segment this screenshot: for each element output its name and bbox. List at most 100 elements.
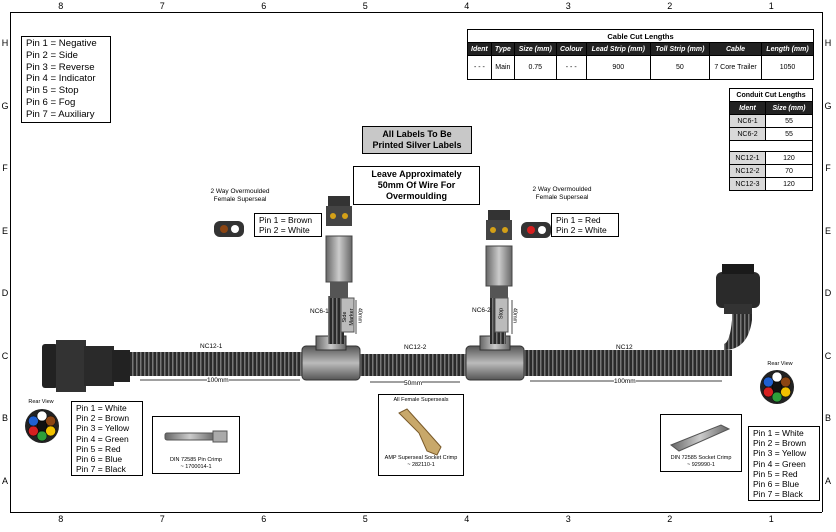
left-superseal-face-icon	[214, 221, 244, 237]
pin-6-dot	[763, 376, 774, 388]
left-superseal-connector	[325, 196, 353, 298]
din-socket-crimp-caption: DIN 72585 Socket Crimp ~ 929990-1	[670, 455, 732, 468]
pin-legend-line: Pin 4 = Indicator	[26, 73, 96, 85]
pin-crimp-photo: DIN 72585 Pin Crimp ~ 1700014-1	[152, 416, 240, 474]
grid-reference: D	[824, 288, 832, 299]
grid-reference: E	[1, 225, 8, 236]
socket-crimp-photo: All Female Superseals AMP Superseal Sock…	[378, 394, 464, 476]
cable-table-cell: 1050	[761, 55, 814, 80]
conduit-nc12-1	[130, 352, 306, 376]
right-superseal-face-icon	[521, 222, 551, 238]
grid-reference: C	[1, 350, 9, 361]
grid-reference: A	[1, 475, 8, 486]
plug-pin-line: Pin 6 = Blue	[76, 454, 123, 465]
cable-table-cell: 7 Core Trailer	[709, 55, 762, 80]
grid-reference: C	[824, 350, 832, 361]
conduit-label-nc6-1: NC6-1	[310, 308, 329, 315]
socket-pin-line: Pin 4 = Green	[753, 458, 806, 469]
plug-pin-line: Pin 5 = Red	[76, 443, 121, 454]
pin-2-dot	[780, 376, 791, 388]
pin-legend-line: Pin 2 = Side	[26, 49, 79, 61]
grid-reference: 2	[667, 514, 673, 524]
frame-left-ruler: H G F E D C B A	[0, 12, 11, 512]
grid-reference: 6	[261, 1, 267, 11]
grid-reference: 2	[667, 1, 673, 11]
conduit-nc12-3	[520, 350, 732, 376]
stop-label: Stop	[498, 307, 505, 320]
grid-reference: 8	[58, 514, 64, 524]
left-branch-dim: 40mm	[356, 307, 363, 324]
plug-pin-line: Pin 3 = Yellow	[76, 423, 130, 434]
side-marker-sleeve	[340, 297, 355, 333]
pin-1-dot	[771, 371, 783, 383]
plug-pin-line: Pin 1 = White	[76, 403, 127, 413]
pin-7-dot	[771, 381, 783, 393]
grid-reference: 3	[565, 1, 571, 11]
pin-3-dot	[780, 386, 791, 398]
pin-4-dot	[771, 391, 783, 403]
pin-crimp-caption: DIN 72585 Pin Crimp ~ 1700014-1	[170, 457, 222, 470]
plug-pin-line: Pin 2 = Brown	[76, 413, 130, 424]
grid-reference: 8	[58, 1, 64, 11]
grid-reference: B	[1, 413, 8, 424]
overmoulding-note: Leave Approximately 50mm Of Wire For Ove…	[353, 166, 480, 205]
right-superseal-connector	[485, 210, 513, 298]
pin-legend-line: Pin 7 = Auxiliary	[26, 108, 95, 120]
stop-sleeve	[494, 297, 509, 333]
grid-reference: 4	[464, 514, 470, 524]
cable-table-cell: 50	[649, 55, 711, 80]
branch-pin-line: Pin 2 = White	[259, 225, 310, 235]
cable-table-cell: - - -	[555, 55, 587, 80]
grid-reference: H	[1, 38, 9, 49]
pin-2-dot	[45, 415, 56, 427]
grid-reference: G	[1, 100, 9, 111]
pin-3-dot	[45, 425, 56, 437]
left-7pin-plug	[42, 340, 130, 392]
grid-reference: 4	[464, 1, 470, 11]
left-t-junction	[301, 296, 361, 381]
cable-table-header: Toll Strip (mm)	[649, 42, 711, 56]
labels-note: All Labels To Be Printed Silver Labels	[362, 126, 472, 154]
grid-reference: 1	[768, 1, 774, 11]
pin-6-dot	[28, 415, 39, 427]
grid-reference: B	[824, 413, 831, 424]
superseal-crimp-title: All Female Superseals	[393, 397, 449, 403]
grid-reference: 7	[159, 1, 165, 11]
pin-4-dot	[36, 430, 48, 442]
side-marker-label: Side Marker	[342, 308, 355, 326]
grid-reference: 6	[261, 514, 267, 524]
grid-reference: D	[1, 288, 9, 299]
right-7pin-face-icon	[760, 370, 794, 404]
socket-pin-line: Pin 1 = White	[753, 428, 804, 438]
grid-reference: G	[824, 100, 832, 111]
branch-pin-line: Pin 1 = Red	[556, 215, 601, 225]
grid-reference: 5	[362, 514, 368, 524]
pin-5-dot	[28, 425, 39, 437]
right-7pin-socket	[716, 264, 760, 314]
din-socket-crimp-photo: DIN 72585 Socket Crimp ~ 929990-1	[660, 414, 742, 472]
grid-reference: E	[824, 225, 831, 236]
conduit-label-nc12-2: NC12-2	[404, 344, 427, 351]
dim-50mm: 50mm	[404, 380, 423, 388]
plug-pin-line: Pin 4 = Green	[76, 433, 129, 444]
right-branch-dim: 40mm	[511, 307, 518, 324]
pin-legend-line: Pin 5 = Stop	[26, 85, 79, 97]
pin-legend-line: Pin 6 = Fog	[26, 96, 76, 108]
superseal-crimp-caption: AMP Superseal Socket Crimp ~ 282110-1	[384, 455, 458, 468]
dim-100mm-right: 100mm	[614, 378, 636, 386]
cable-table-cell: 0.75	[513, 55, 557, 80]
grid-reference: F	[2, 163, 8, 174]
right-rear-view-label: Rear View	[767, 361, 793, 367]
